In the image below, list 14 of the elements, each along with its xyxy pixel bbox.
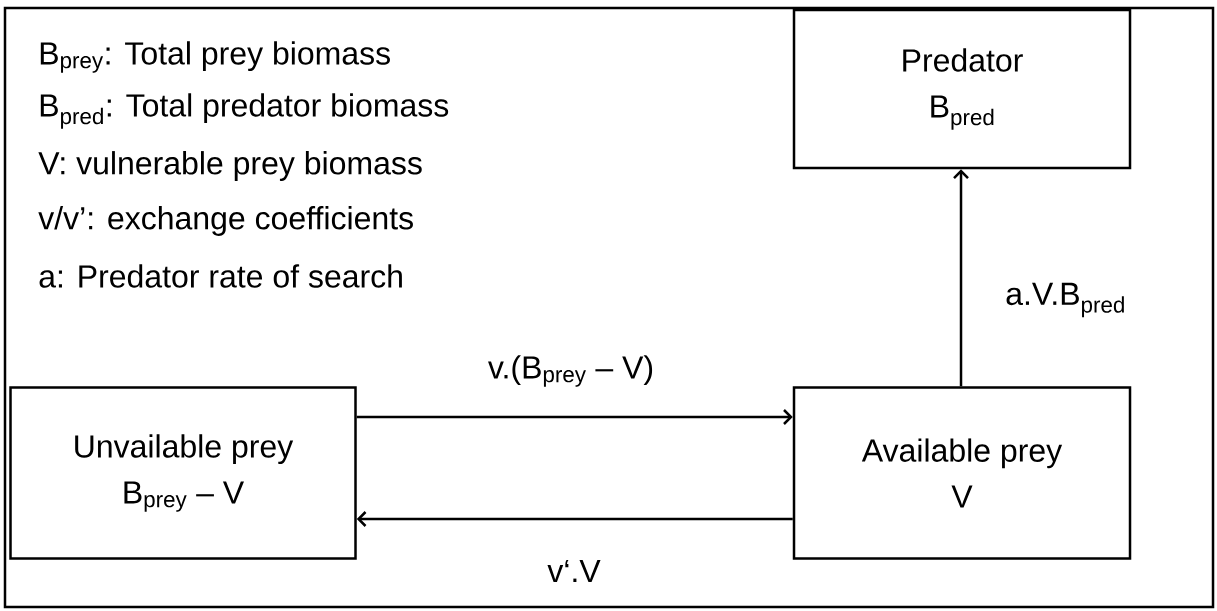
key-text: a: Predator rate of search: [39, 264, 402, 288]
edge-label: v.(B$_{prey}$ – V): [485, 353, 657, 389]
key-text: V: vulnerable prey biomass: [38, 151, 422, 181]
arrow: [356, 409, 793, 425]
key-text: B$_{pred}$: Total predator biomass: [40, 93, 449, 129]
key-text: v/v’: exchange coefficients: [38, 206, 413, 236]
edge-label: a.V.B$_{pred}$: [1003, 280, 1128, 320]
key-text: B$_{prey}$: Total prey biomass: [40, 41, 390, 73]
arrow: [356, 511, 793, 527]
process-box: Unvailable prey B$_{prey}$ – V: [9, 386, 357, 560]
edge-label: v‘.V: [545, 558, 603, 584]
process-box: Predator B$_{pred}$: [792, 8, 1132, 170]
process-box: Available prey V: [792, 386, 1132, 560]
arrow: [953, 169, 969, 387]
